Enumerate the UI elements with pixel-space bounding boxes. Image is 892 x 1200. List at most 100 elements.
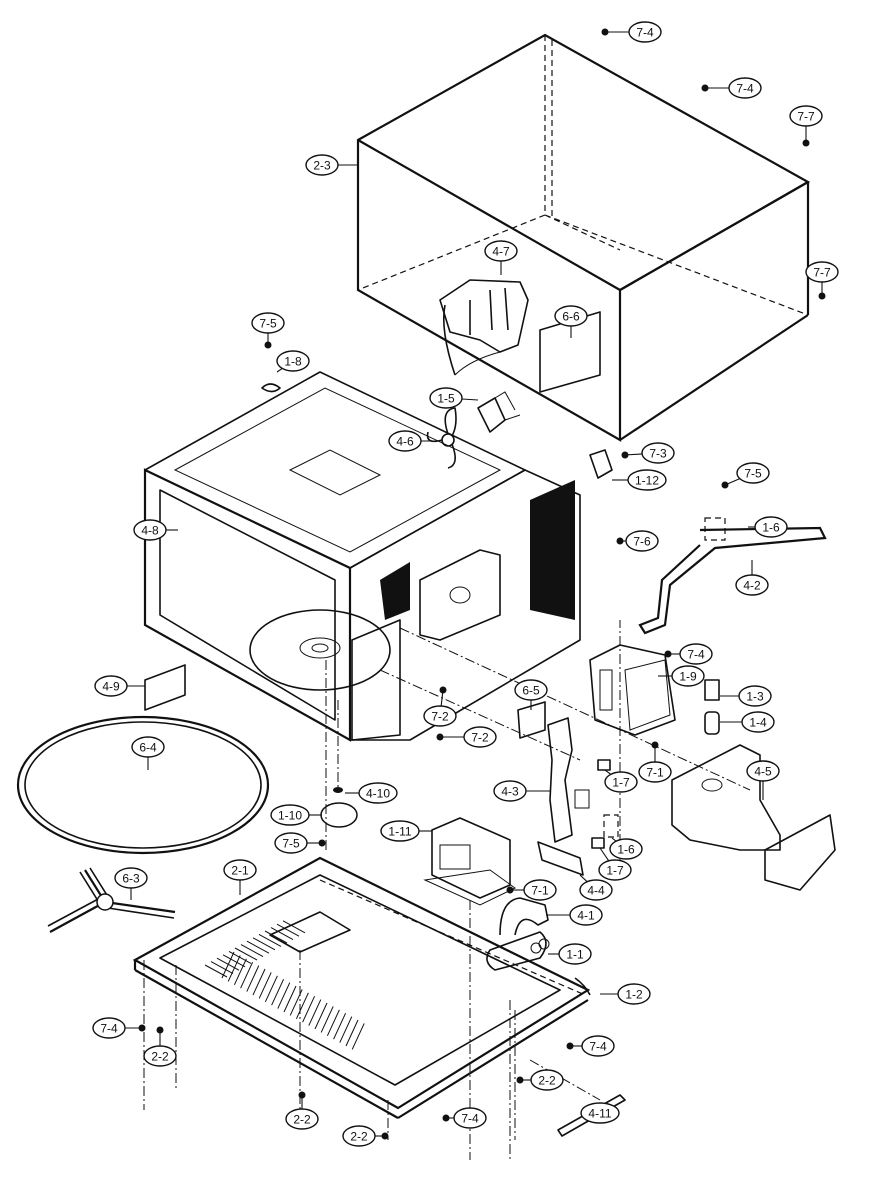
vent-slat bbox=[282, 920, 306, 934]
callout-label: 7-4 bbox=[736, 82, 754, 96]
callout-screw: 7-7 bbox=[805, 261, 839, 296]
callout-turntable-motor: 1-10 bbox=[270, 804, 322, 826]
callout-bubble bbox=[741, 711, 775, 733]
callout-screw: 7-3 bbox=[624, 442, 675, 464]
vent-slat bbox=[234, 947, 258, 961]
callout-label: 7-5 bbox=[259, 317, 277, 331]
callout-bubble bbox=[554, 305, 588, 327]
callout-bubble bbox=[671, 665, 705, 687]
callout-bubble bbox=[638, 761, 672, 783]
callout-label: 1-10 bbox=[278, 809, 302, 823]
callout-bubble bbox=[754, 516, 788, 538]
callout-label: 7-4 bbox=[461, 1112, 479, 1126]
callout-capacitor: 1-1 bbox=[548, 943, 592, 965]
callout-label: 2-2 bbox=[151, 1050, 169, 1064]
leader-line bbox=[624, 453, 643, 456]
callout-diode: 1-2 bbox=[600, 983, 651, 1005]
vent-slat bbox=[351, 1023, 365, 1050]
vent-slat bbox=[222, 954, 246, 968]
latch-hook-holder bbox=[547, 717, 590, 843]
callout-bubble bbox=[679, 643, 713, 665]
leader-line bbox=[579, 874, 588, 883]
vent-slat bbox=[240, 944, 264, 958]
callout-screw: 7-4 bbox=[446, 1107, 487, 1129]
callout-bubble bbox=[274, 832, 308, 854]
callout-screw: 7-4 bbox=[668, 643, 713, 665]
vent-slat bbox=[308, 999, 322, 1026]
callout-label: 7-3 bbox=[649, 447, 667, 461]
turntable-tray bbox=[16, 715, 270, 855]
callout-bubble bbox=[738, 685, 772, 707]
vent-slat bbox=[252, 968, 266, 996]
callout-label: 1-3 bbox=[746, 690, 764, 704]
label-6-5 bbox=[517, 701, 546, 739]
callout-screw: 7-5 bbox=[724, 462, 770, 486]
callout-base-plate: 2-1 bbox=[223, 859, 257, 895]
lever-bracket bbox=[638, 526, 827, 635]
callout-label: 2-3 bbox=[313, 159, 331, 173]
outer-case-cabinet bbox=[356, 33, 811, 442]
callout-bubble bbox=[514, 679, 548, 701]
callout-bubble bbox=[131, 736, 165, 758]
callout-capacitor-holder: 4-1 bbox=[546, 904, 603, 926]
callout-label: 4-8 bbox=[141, 524, 159, 538]
callout-latch-lever: 4-4 bbox=[579, 874, 613, 901]
callout-bubble bbox=[305, 154, 339, 176]
callout-label: 7-5 bbox=[744, 467, 762, 481]
callout-screw: 7-5 bbox=[274, 832, 322, 854]
callout-label: 4-6 bbox=[396, 435, 414, 449]
callout-bubble bbox=[223, 859, 257, 881]
callout-bubble bbox=[453, 1107, 487, 1129]
callout-bubble bbox=[484, 240, 518, 262]
leader-line bbox=[276, 367, 283, 373]
callout-label: 4-5 bbox=[754, 765, 772, 779]
callout-bubble bbox=[569, 904, 603, 926]
callout-label: 1-9 bbox=[679, 670, 697, 684]
callout-label: 7-5 bbox=[282, 837, 300, 851]
vent-slat bbox=[320, 1006, 334, 1033]
callout-label: 1-7 bbox=[612, 776, 630, 790]
callout-label: 1-5 bbox=[437, 392, 455, 406]
air-guide bbox=[671, 744, 836, 891]
fan-duct bbox=[439, 279, 529, 376]
callout-bubble bbox=[380, 820, 420, 842]
vent-slat bbox=[246, 940, 270, 954]
thermal-cutout-1-8 bbox=[261, 383, 281, 393]
switch-1-7 bbox=[597, 759, 611, 771]
leader-line bbox=[461, 398, 479, 401]
callout-label: 4-2 bbox=[743, 579, 761, 593]
callout-bubble bbox=[530, 1069, 564, 1091]
capacitor-holder bbox=[499, 897, 549, 936]
callout-oven-cavity: 4-8 bbox=[133, 519, 178, 541]
callout-label: 7-7 bbox=[813, 266, 831, 280]
callout-bubble bbox=[388, 430, 422, 452]
callout-label: 7-2 bbox=[471, 731, 489, 745]
callout-switch: 1-6 bbox=[748, 516, 788, 538]
callout-label: 1-6 bbox=[617, 843, 635, 857]
callout-label: 7-4 bbox=[687, 648, 705, 662]
callout-coupling: 4-10 bbox=[345, 782, 398, 804]
callout-label: 1-8 bbox=[284, 355, 302, 369]
callout-label: 4-11 bbox=[588, 1107, 611, 1121]
callout-bubble bbox=[270, 804, 310, 826]
callout-label: 1-1 bbox=[566, 948, 584, 962]
callout-foot: 2-2 bbox=[520, 1069, 564, 1091]
callout-label: 7-4 bbox=[636, 26, 654, 40]
vent-slat bbox=[233, 958, 247, 986]
callout-turntable-tray: 6-4 bbox=[131, 736, 165, 770]
callout-bubble bbox=[114, 867, 148, 889]
callout-waveguide-cover: 4-9 bbox=[94, 675, 145, 697]
vent-slat bbox=[258, 972, 272, 999]
callout-bubble bbox=[736, 462, 770, 484]
callout-bubble bbox=[625, 530, 659, 552]
callout-label: 2-2 bbox=[350, 1130, 368, 1144]
callout-bubble bbox=[789, 105, 823, 127]
callout-bubble bbox=[423, 705, 457, 727]
callout-screw: 7-1 bbox=[638, 745, 672, 783]
callout-bubble bbox=[143, 1045, 177, 1067]
callout-bubble bbox=[463, 726, 497, 748]
callout-switch: 1-7 bbox=[604, 769, 638, 793]
callout-bubble bbox=[285, 1108, 319, 1130]
base-plate bbox=[132, 856, 591, 1119]
callout-bubble bbox=[523, 879, 557, 901]
